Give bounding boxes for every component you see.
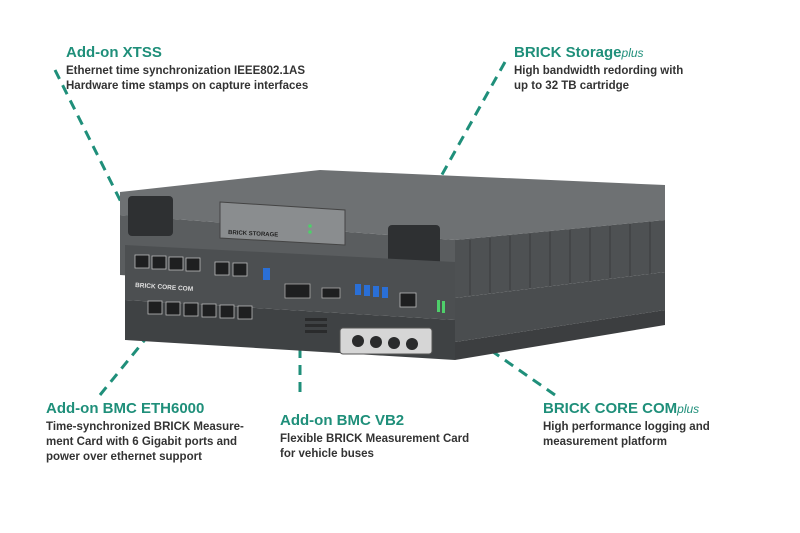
status-leds: [437, 300, 445, 313]
xtss-description: Ethernet time synchronization IEEE802.1A…: [66, 65, 309, 92]
storage-cartridge: [219, 201, 346, 246]
corecom-device-label: BRICK CORE COM: [135, 282, 193, 293]
callout-storage: BRICK Storageplus High bandwidth redordi…: [514, 44, 683, 94]
leader-line-storage: [428, 61, 507, 197]
vb2-description: Flexible BRICK Measurement Card for vehi…: [280, 433, 470, 460]
left-handle: [128, 196, 173, 236]
sfp-port: [284, 283, 311, 299]
callout-corecom: BRICK CORE COMplus High performance logg…: [543, 400, 710, 450]
core-com-panel: [125, 245, 455, 320]
callout-eth6000: Add-on BMC ETH6000 Time-synchronized BRI…: [46, 400, 244, 465]
vb2-title: Add-on BMC VB2: [280, 412, 405, 429]
callout-xtss: Add-on XTSS Ethernet time synchronizatio…: [66, 44, 308, 94]
ethernet-port-right: [399, 292, 417, 308]
ethernet-ports-xtss: [134, 254, 248, 277]
chassis-side-lower: [455, 272, 665, 342]
corecom-description: High performance logging and measurement…: [543, 421, 710, 448]
ethernet-ports-eth6000: [147, 300, 253, 320]
callout-vb2: Add-on BMC VB2 Flexible BRICK Measuremen…: [280, 412, 469, 462]
storage-device-label: BRICK STORAGE: [228, 230, 278, 239]
storage-description: High bandwidth redording with up to 32 T…: [514, 65, 684, 92]
xtss-title: Add-on XTSS: [66, 44, 162, 61]
eth6000-description: Time-synchronized BRICK Measure- ment Ca…: [46, 421, 244, 463]
eth6000-title: Add-on BMC ETH6000: [46, 400, 205, 417]
vent-slots: [305, 318, 327, 333]
display-port: [321, 287, 341, 299]
right-handle: [388, 225, 440, 267]
leader-line-corecom: [439, 313, 556, 397]
storage-title: BRICK Storageplus: [514, 44, 644, 61]
vb2-connectors: [352, 335, 418, 350]
corecom-title: BRICK CORE COMplus: [543, 400, 700, 417]
usb-ports: [263, 268, 388, 298]
cooling-fins: [469, 222, 651, 295]
chassis-side-base: [455, 310, 665, 360]
